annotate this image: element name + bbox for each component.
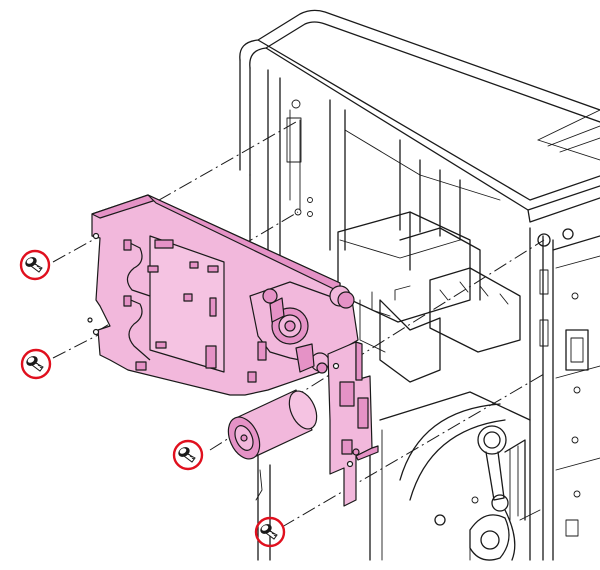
screw-callout-3 (172, 439, 204, 471)
alignment-lines (52, 121, 545, 528)
screw-icon (260, 524, 278, 540)
screw-icon (178, 447, 196, 463)
screw-callout-1 (19, 249, 51, 281)
screw-icon (26, 356, 44, 372)
screw-callout-4 (254, 516, 286, 548)
screw-callout-2 (20, 348, 52, 380)
highlighted-assembly (87, 194, 379, 507)
screw-icon (25, 257, 43, 273)
